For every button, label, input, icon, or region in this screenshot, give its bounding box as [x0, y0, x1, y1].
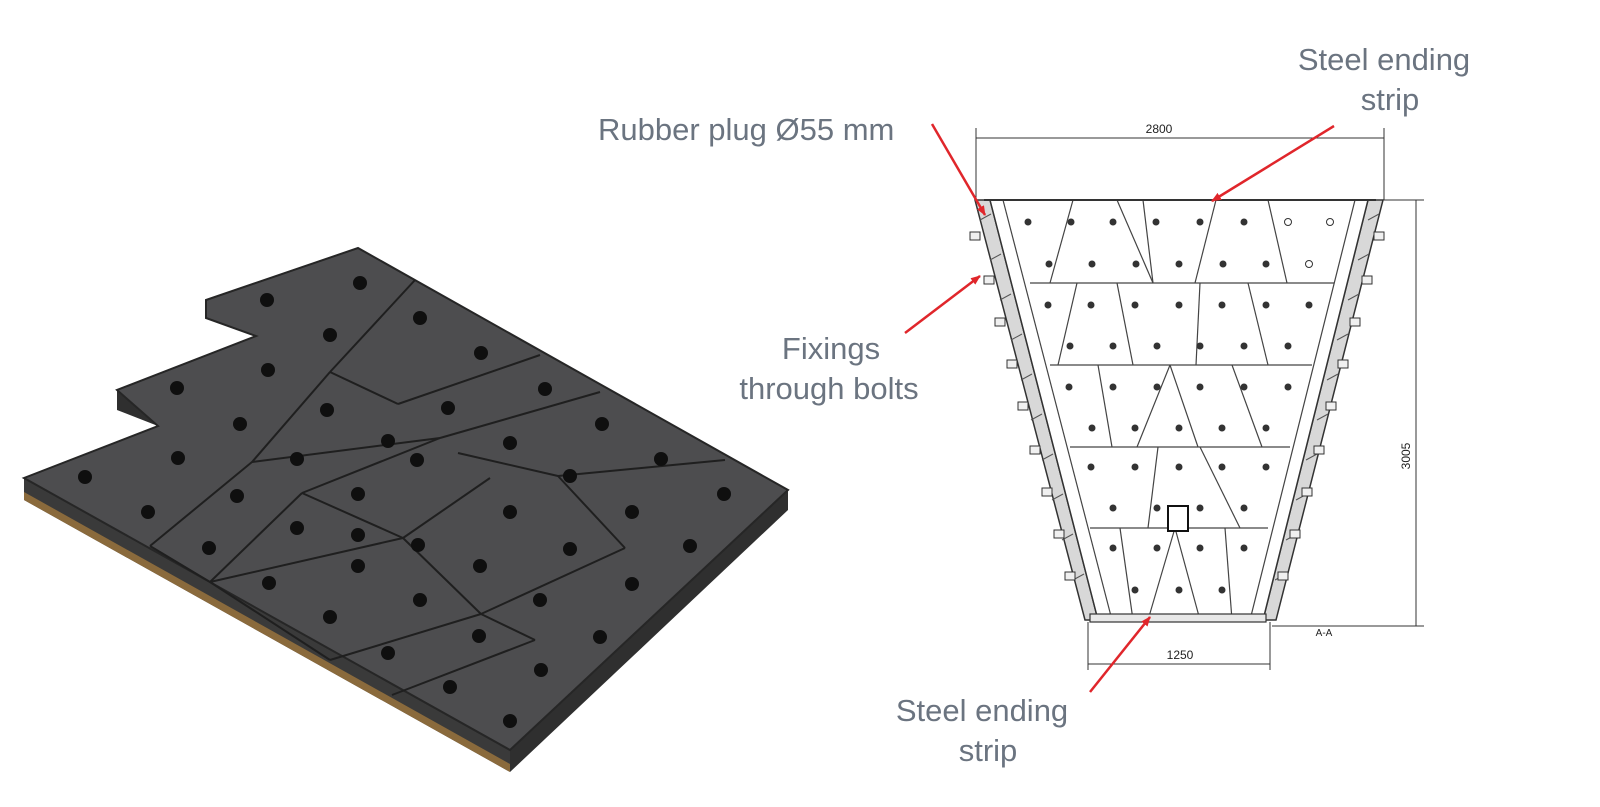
dim-top-width-label: 2800: [1146, 122, 1173, 136]
technical-drawing: 2800 3005 1250 A-A: [969, 122, 1424, 670]
callout-steel-bottom: Steel ending strip: [896, 616, 1151, 768]
label-steel-top-line2: strip: [1361, 82, 1420, 117]
label-fixings-line1: Fixings: [782, 331, 880, 366]
bolt-holes: [78, 276, 731, 728]
tile-joints: [149, 279, 726, 696]
label-steel-top-line1: Steel ending: [1298, 42, 1470, 77]
panel-top-face: [21, 246, 790, 752]
dim-bottom-width-label: 1250: [1167, 648, 1194, 662]
label-steel-bottom-line1: Steel ending: [896, 693, 1068, 728]
dim-bottom-width: [1087, 622, 1271, 670]
liner-tile-lines: [1002, 199, 1356, 621]
arrow-steel-top: [1211, 124, 1335, 203]
callout-rubber-plug: Rubber plug Ø55 mm: [598, 112, 987, 216]
label-rubber-plug: Rubber plug Ø55 mm: [598, 112, 894, 147]
panel-front-side: [510, 490, 788, 772]
inspection-opening: [1167, 505, 1189, 532]
arrow-fixings: [904, 275, 981, 334]
callout-fixings: Fixings through bolts: [739, 275, 981, 406]
dim-top-width: [975, 128, 1385, 200]
callout-steel-top: Steel ending strip: [1211, 42, 1470, 203]
panel-substrate-strip: [24, 492, 510, 772]
label-fixings-line2: through bolts: [739, 371, 918, 406]
arrow-steel-bottom: [1089, 616, 1151, 693]
dim-height-label: 3005: [1399, 442, 1413, 469]
bottom-steel-strip: [1089, 613, 1267, 623]
label-steel-bottom-line2: strip: [959, 733, 1018, 768]
wall-brackets: [969, 231, 1385, 581]
arrow-rubber-plug: [930, 123, 987, 216]
liner-bolt-holes: [1024, 218, 1313, 594]
dim-height: [1272, 199, 1424, 627]
tile-panel-3d: [21, 246, 790, 772]
rubber-plug-holes: [1284, 218, 1334, 268]
section-label: A-A: [1316, 628, 1333, 639]
